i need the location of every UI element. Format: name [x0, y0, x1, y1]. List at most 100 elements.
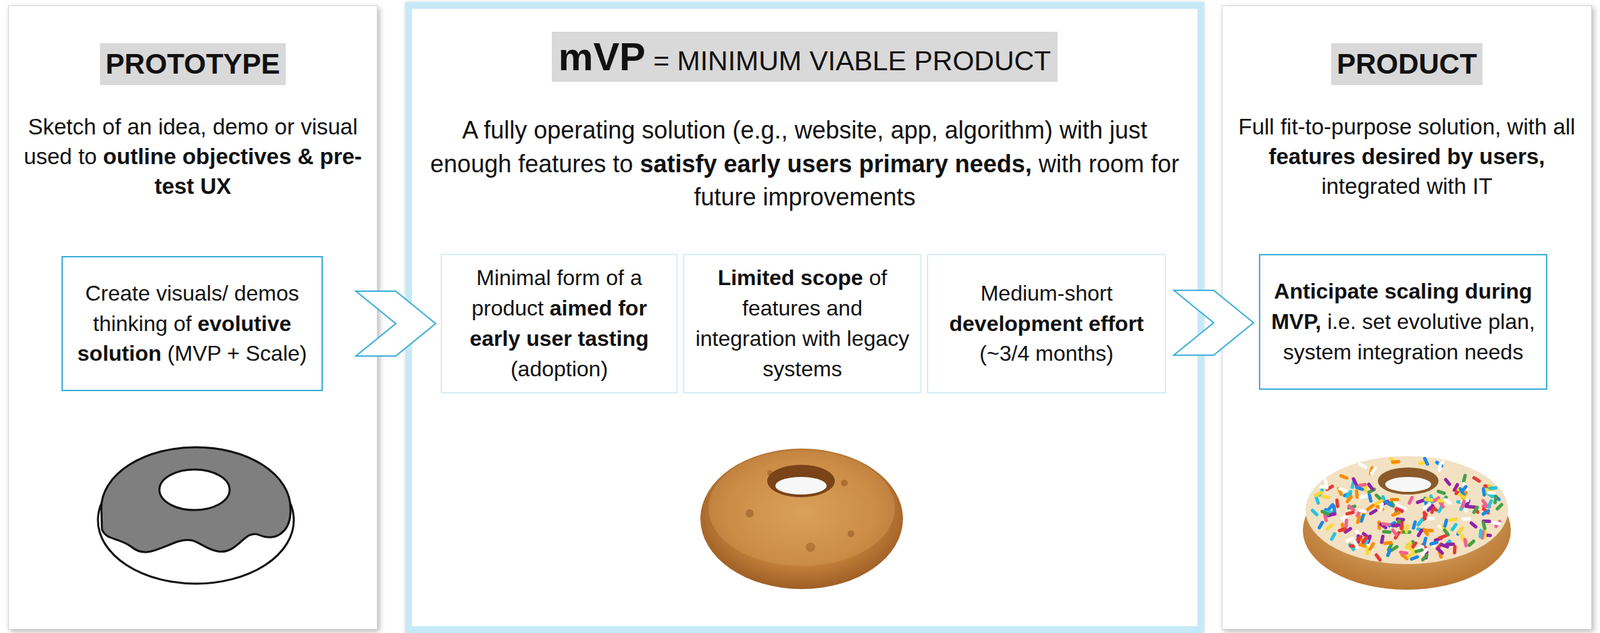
feature-box: Medium-short development effort (~3/4 mo… — [927, 253, 1166, 394]
sprinkle — [1391, 522, 1401, 528]
emphasis: MVP, — [1271, 309, 1322, 334]
sprinkle — [1423, 497, 1434, 502]
sprinkle — [1368, 507, 1379, 516]
sprinkle — [1385, 547, 1393, 558]
sprinkle — [1374, 498, 1385, 506]
sprinkle — [1344, 518, 1349, 528]
emphasis: solution — [77, 341, 162, 366]
sprinkle — [1367, 493, 1374, 504]
donut-hole — [767, 464, 835, 498]
sprinkle — [1487, 486, 1498, 491]
sprinkle — [1416, 528, 1424, 539]
emphasis: Limited — [717, 265, 795, 290]
emphasis: early — [723, 149, 781, 178]
box-text: Minimal form of a product aimed for earl… — [451, 262, 668, 384]
sprinkle — [1369, 466, 1378, 477]
sprinkle — [1409, 554, 1420, 562]
stage-description: Full fit-to-purpose solution, with all f… — [1231, 112, 1582, 202]
donut-hole — [159, 469, 230, 510]
sketch-donut — [97, 447, 294, 584]
sprinkle — [1398, 550, 1409, 556]
sprinkle — [1461, 473, 1467, 484]
donut-hole-inner — [1385, 476, 1432, 492]
emphasis: satisfy — [639, 149, 717, 178]
sprinkle — [1486, 498, 1494, 509]
emphasis: user — [526, 326, 573, 351]
sprinkle — [1319, 509, 1330, 517]
sprinkle — [1354, 484, 1365, 492]
stage-panel: Minimal form of a product aimed for earl… — [405, 2, 1205, 633]
sprinkle — [1415, 517, 1425, 527]
sprinkle — [1357, 507, 1368, 514]
sprinkle — [1373, 552, 1382, 562]
emphasis: scaling — [1384, 278, 1459, 304]
sprinkle — [1422, 536, 1428, 547]
emphasis: aimed — [549, 295, 612, 321]
sprinkle — [1319, 484, 1330, 489]
sprinkle — [1383, 540, 1393, 546]
sprinkle — [1406, 495, 1415, 506]
sprinkle — [1366, 481, 1375, 492]
sprinkle — [1443, 476, 1453, 487]
emphasis: needs, — [955, 149, 1032, 178]
sprinkle — [1364, 545, 1370, 556]
sprinkle — [1337, 486, 1348, 493]
sprinkle — [1354, 488, 1359, 499]
emphasis: effort — [1088, 311, 1145, 336]
emphasis: & — [297, 143, 315, 169]
sprinkle — [1310, 507, 1320, 517]
sprinkle — [1460, 499, 1467, 510]
sprinkle — [1493, 494, 1499, 505]
texture — [847, 530, 855, 537]
stage-panel: Create visuals/ demos thinking of evolut… — [8, 5, 378, 630]
texture — [840, 479, 848, 487]
emphasis: objectives — [182, 143, 292, 169]
feature-box: Minimal form of a product aimed for earl… — [441, 253, 678, 394]
sprinkle — [1452, 544, 1457, 554]
sprinkle — [1422, 456, 1430, 467]
sprinkle — [1360, 534, 1370, 545]
stage-panel: Anticipate scaling during MVP, i.e. set … — [1221, 5, 1592, 630]
stage-chevron — [355, 291, 436, 356]
donut-hole — [1377, 467, 1439, 495]
sprinkle — [1481, 486, 1487, 498]
box-text: Limited scope of features and integratio… — [693, 262, 912, 384]
sprinkle — [1390, 527, 1399, 537]
emphasis: for — [617, 295, 648, 321]
sprinkle — [1456, 525, 1465, 535]
emphasis: features — [1268, 143, 1355, 169]
stage-heading: PROTOTYPE — [99, 43, 286, 86]
action-box: Create visuals/ demos thinking of evolut… — [61, 255, 323, 392]
sprinkle — [1461, 516, 1472, 521]
box-text: Create visuals/ demos thinking of evolut… — [72, 278, 313, 369]
sprinkle — [1355, 513, 1362, 525]
sprinkle — [1414, 547, 1425, 554]
sprinkle — [1367, 541, 1376, 552]
emphasis: users — [787, 149, 853, 178]
sprinkle — [1481, 520, 1487, 531]
emphasis: development — [948, 311, 1082, 336]
action-box: Anticipate scaling during MVP, i.e. set … — [1258, 253, 1548, 390]
sprinkle — [1381, 522, 1392, 527]
sprinkle — [1344, 510, 1355, 516]
sprinkle — [1486, 490, 1496, 495]
box-text: Anticipate scaling during MVP, i.e. set … — [1269, 276, 1537, 367]
sprinkle — [1435, 488, 1447, 496]
sprinkle — [1422, 510, 1428, 521]
sprinkle — [1421, 501, 1432, 510]
emphasis: primary — [859, 149, 949, 178]
stage-chevron — [1173, 290, 1254, 356]
sprinkle — [1437, 461, 1442, 473]
sprinkle — [1324, 522, 1334, 532]
donut-top — [708, 449, 895, 566]
sprinkle — [1390, 459, 1401, 464]
emphasis: UX — [200, 173, 232, 199]
sprinkle — [1468, 520, 1479, 530]
emphasis: desired — [1361, 143, 1441, 169]
emphasis: scope — [800, 265, 863, 290]
sprinkle — [1442, 518, 1449, 529]
box-text: Medium-short development effort (~3/4 mo… — [937, 278, 1156, 369]
sprinkle — [1478, 528, 1483, 539]
sprinkle — [1317, 520, 1326, 531]
sprinkle — [1480, 498, 1490, 508]
